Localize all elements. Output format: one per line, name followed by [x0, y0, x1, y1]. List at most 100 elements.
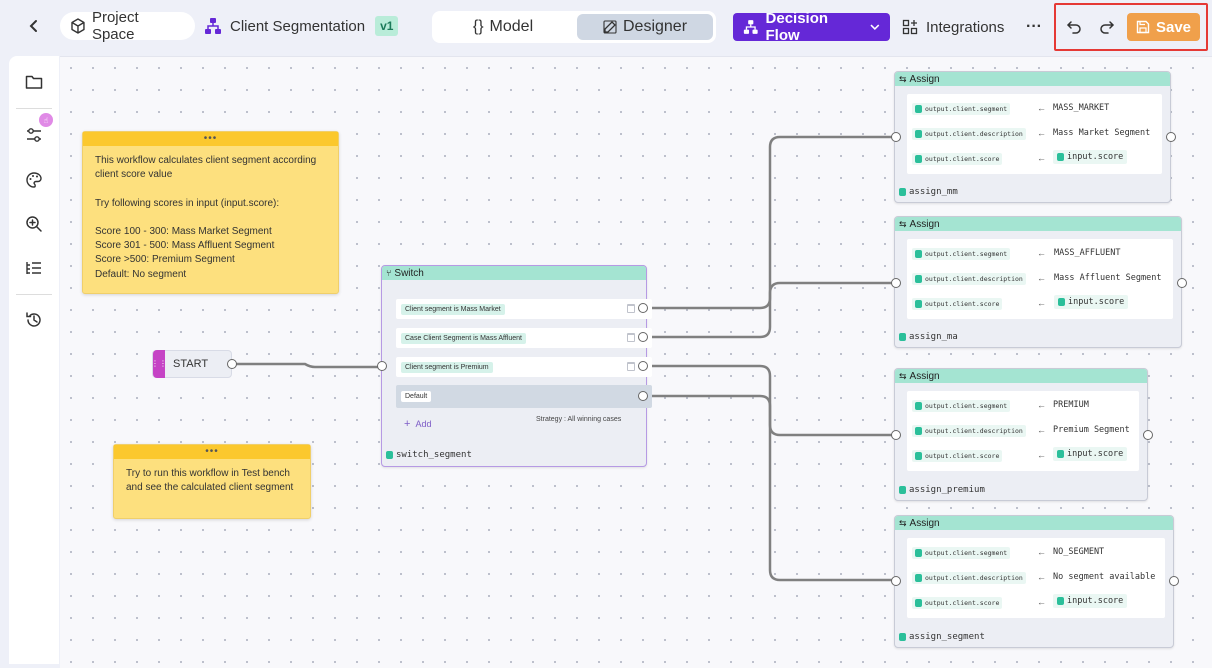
switch-icon: ⑂ — [386, 268, 392, 278]
assign-body: output.client.segment ← PREMIUM output.c… — [907, 391, 1139, 471]
case-row[interactable]: Client segment is Premium — [396, 357, 652, 377]
settings-button[interactable]: ☝ — [22, 113, 53, 147]
zoom-button[interactable] — [22, 212, 46, 236]
assign-row[interactable]: output.client.score — [912, 297, 1003, 311]
undo-button[interactable] — [1061, 13, 1087, 41]
start-label: START — [173, 358, 209, 370]
back-button[interactable] — [20, 12, 48, 40]
input-port[interactable] — [891, 430, 901, 440]
default-row[interactable]: Default — [396, 385, 652, 408]
redo-button[interactable] — [1094, 13, 1120, 41]
database-icon — [915, 105, 922, 113]
cube-icon — [71, 18, 85, 34]
add-case-button[interactable]: + Add — [404, 418, 432, 430]
assign-name: assign_ma — [899, 332, 958, 342]
output-port[interactable] — [1177, 278, 1187, 288]
sticky-note[interactable]: ••• Try to run this workflow in Test ben… — [113, 444, 311, 519]
assign-key-text: output.client.score — [925, 452, 1000, 460]
history-button[interactable] — [22, 308, 46, 332]
assign-key: output.client.score — [912, 298, 1003, 310]
assign-name: assign_mm — [899, 187, 958, 197]
output-port[interactable] — [638, 361, 648, 371]
database-icon — [915, 402, 922, 410]
output-port[interactable] — [638, 332, 648, 342]
assign-header: ⇆Assign — [895, 72, 1170, 86]
arrow-left-icon: ← — [1037, 597, 1046, 607]
output-port[interactable] — [227, 359, 237, 369]
braces-icon: {} — [472, 18, 484, 35]
decision-flow-dropdown[interactable]: Decision Flow — [733, 10, 890, 44]
assign-value-text: input.score — [1067, 449, 1124, 459]
integrations-button[interactable]: Integrations — [902, 13, 1004, 41]
assign-row[interactable]: output.client.score — [912, 596, 1003, 610]
tab-designer[interactable]: Designer — [577, 14, 713, 40]
assign-row[interactable]: output.client.segment — [912, 247, 1011, 261]
tab-model[interactable]: {}Model — [435, 14, 571, 40]
folder-button[interactable] — [22, 70, 46, 94]
assign-node[interactable]: ⇆Assign output.client.segment ← PREMIUM … — [894, 368, 1148, 501]
assign-row[interactable]: output.client.segment — [912, 399, 1011, 413]
decision-flow-label: Decision Flow — [765, 10, 829, 44]
assign-row[interactable]: output.client.score — [912, 449, 1003, 463]
sliders-icon — [27, 128, 41, 142]
input-port[interactable] — [891, 576, 901, 586]
note-drag-handle[interactable]: ••• — [114, 445, 310, 459]
list-button[interactable] — [22, 256, 46, 280]
arrow-left-icon: ← — [1037, 103, 1046, 113]
assign-value: input.score — [1054, 295, 1129, 309]
assign-row[interactable]: output.client.description — [912, 424, 1026, 438]
assign-key: output.client.description — [912, 425, 1026, 437]
case-row[interactable]: Client segment is Mass Market — [396, 299, 652, 319]
output-port[interactable] — [1143, 430, 1153, 440]
assign-value: Premium Segment — [1053, 425, 1130, 435]
trash-icon[interactable] — [627, 333, 635, 342]
redo-icon — [1100, 21, 1115, 34]
sticky-note[interactable]: ••• This workflow calculates client segm… — [82, 131, 339, 294]
edge-switch-ma — [643, 281, 896, 339]
assign-node[interactable]: ⇆Assign output.client.segment ← MASS_MAR… — [894, 71, 1171, 203]
assign-key-text: output.client.description — [925, 130, 1023, 138]
project-name: Project Space — [91, 9, 139, 43]
assign-row[interactable]: output.client.segment — [912, 102, 1011, 116]
assign-node[interactable]: ⇆Assign output.client.segment ← MASS_AFF… — [894, 216, 1182, 348]
assign-row[interactable]: output.client.description — [912, 272, 1026, 286]
assign-row[interactable]: output.client.score — [912, 152, 1003, 166]
case-label: Case Client Segment is Mass Affluent — [401, 332, 526, 344]
project-breadcrumb[interactable]: Project Space — [60, 9, 195, 43]
assign-title: Assign — [909, 517, 940, 529]
assign-value: input.score — [1053, 447, 1128, 461]
arrow-left-icon: ← — [1037, 298, 1046, 308]
note-drag-handle[interactable]: ••• — [83, 132, 338, 146]
assign-key-text: output.client.segment — [925, 549, 1008, 557]
workflow-breadcrumb[interactable]: Client Segmentation v1 — [204, 12, 399, 40]
database-icon — [386, 451, 393, 459]
assign-row[interactable]: output.client.description — [912, 571, 1026, 585]
database-icon — [915, 300, 922, 308]
trash-icon[interactable] — [627, 304, 635, 313]
arrow-left-icon: ← — [1037, 400, 1046, 410]
theme-button[interactable] — [22, 168, 46, 192]
switch-node[interactable]: ⑂ Switch Client segment is Mass Market C… — [381, 265, 652, 467]
assign-name: assign_segment — [899, 632, 985, 642]
output-port[interactable] — [1166, 132, 1176, 142]
output-port[interactable] — [638, 303, 648, 313]
output-port[interactable] — [638, 391, 648, 401]
switch-header: ⑂ Switch — [382, 266, 646, 280]
case-row[interactable]: Case Client Segment is Mass Affluent — [396, 328, 652, 348]
assign-key-text: output.client.description — [925, 275, 1023, 283]
input-port[interactable] — [891, 278, 901, 288]
assign-row[interactable]: output.client.description — [912, 127, 1026, 141]
add-label: Add — [415, 419, 432, 429]
pointer-badge-icon: ☝ — [39, 113, 53, 127]
save-button[interactable]: Save — [1127, 13, 1200, 41]
more-menu-button[interactable]: ··· — [1026, 18, 1042, 35]
input-port[interactable] — [891, 132, 901, 142]
output-port[interactable] — [1169, 576, 1179, 586]
start-node[interactable]: ⋮⋮ START — [151, 350, 232, 378]
case-label: Default — [401, 391, 432, 402]
input-port[interactable] — [377, 361, 387, 371]
trash-icon[interactable] — [627, 362, 635, 371]
assign-node[interactable]: ⇆Assign output.client.segment ← NO_SEGME… — [894, 515, 1174, 648]
assign-row[interactable]: output.client.segment — [912, 546, 1011, 560]
database-icon — [899, 333, 906, 341]
